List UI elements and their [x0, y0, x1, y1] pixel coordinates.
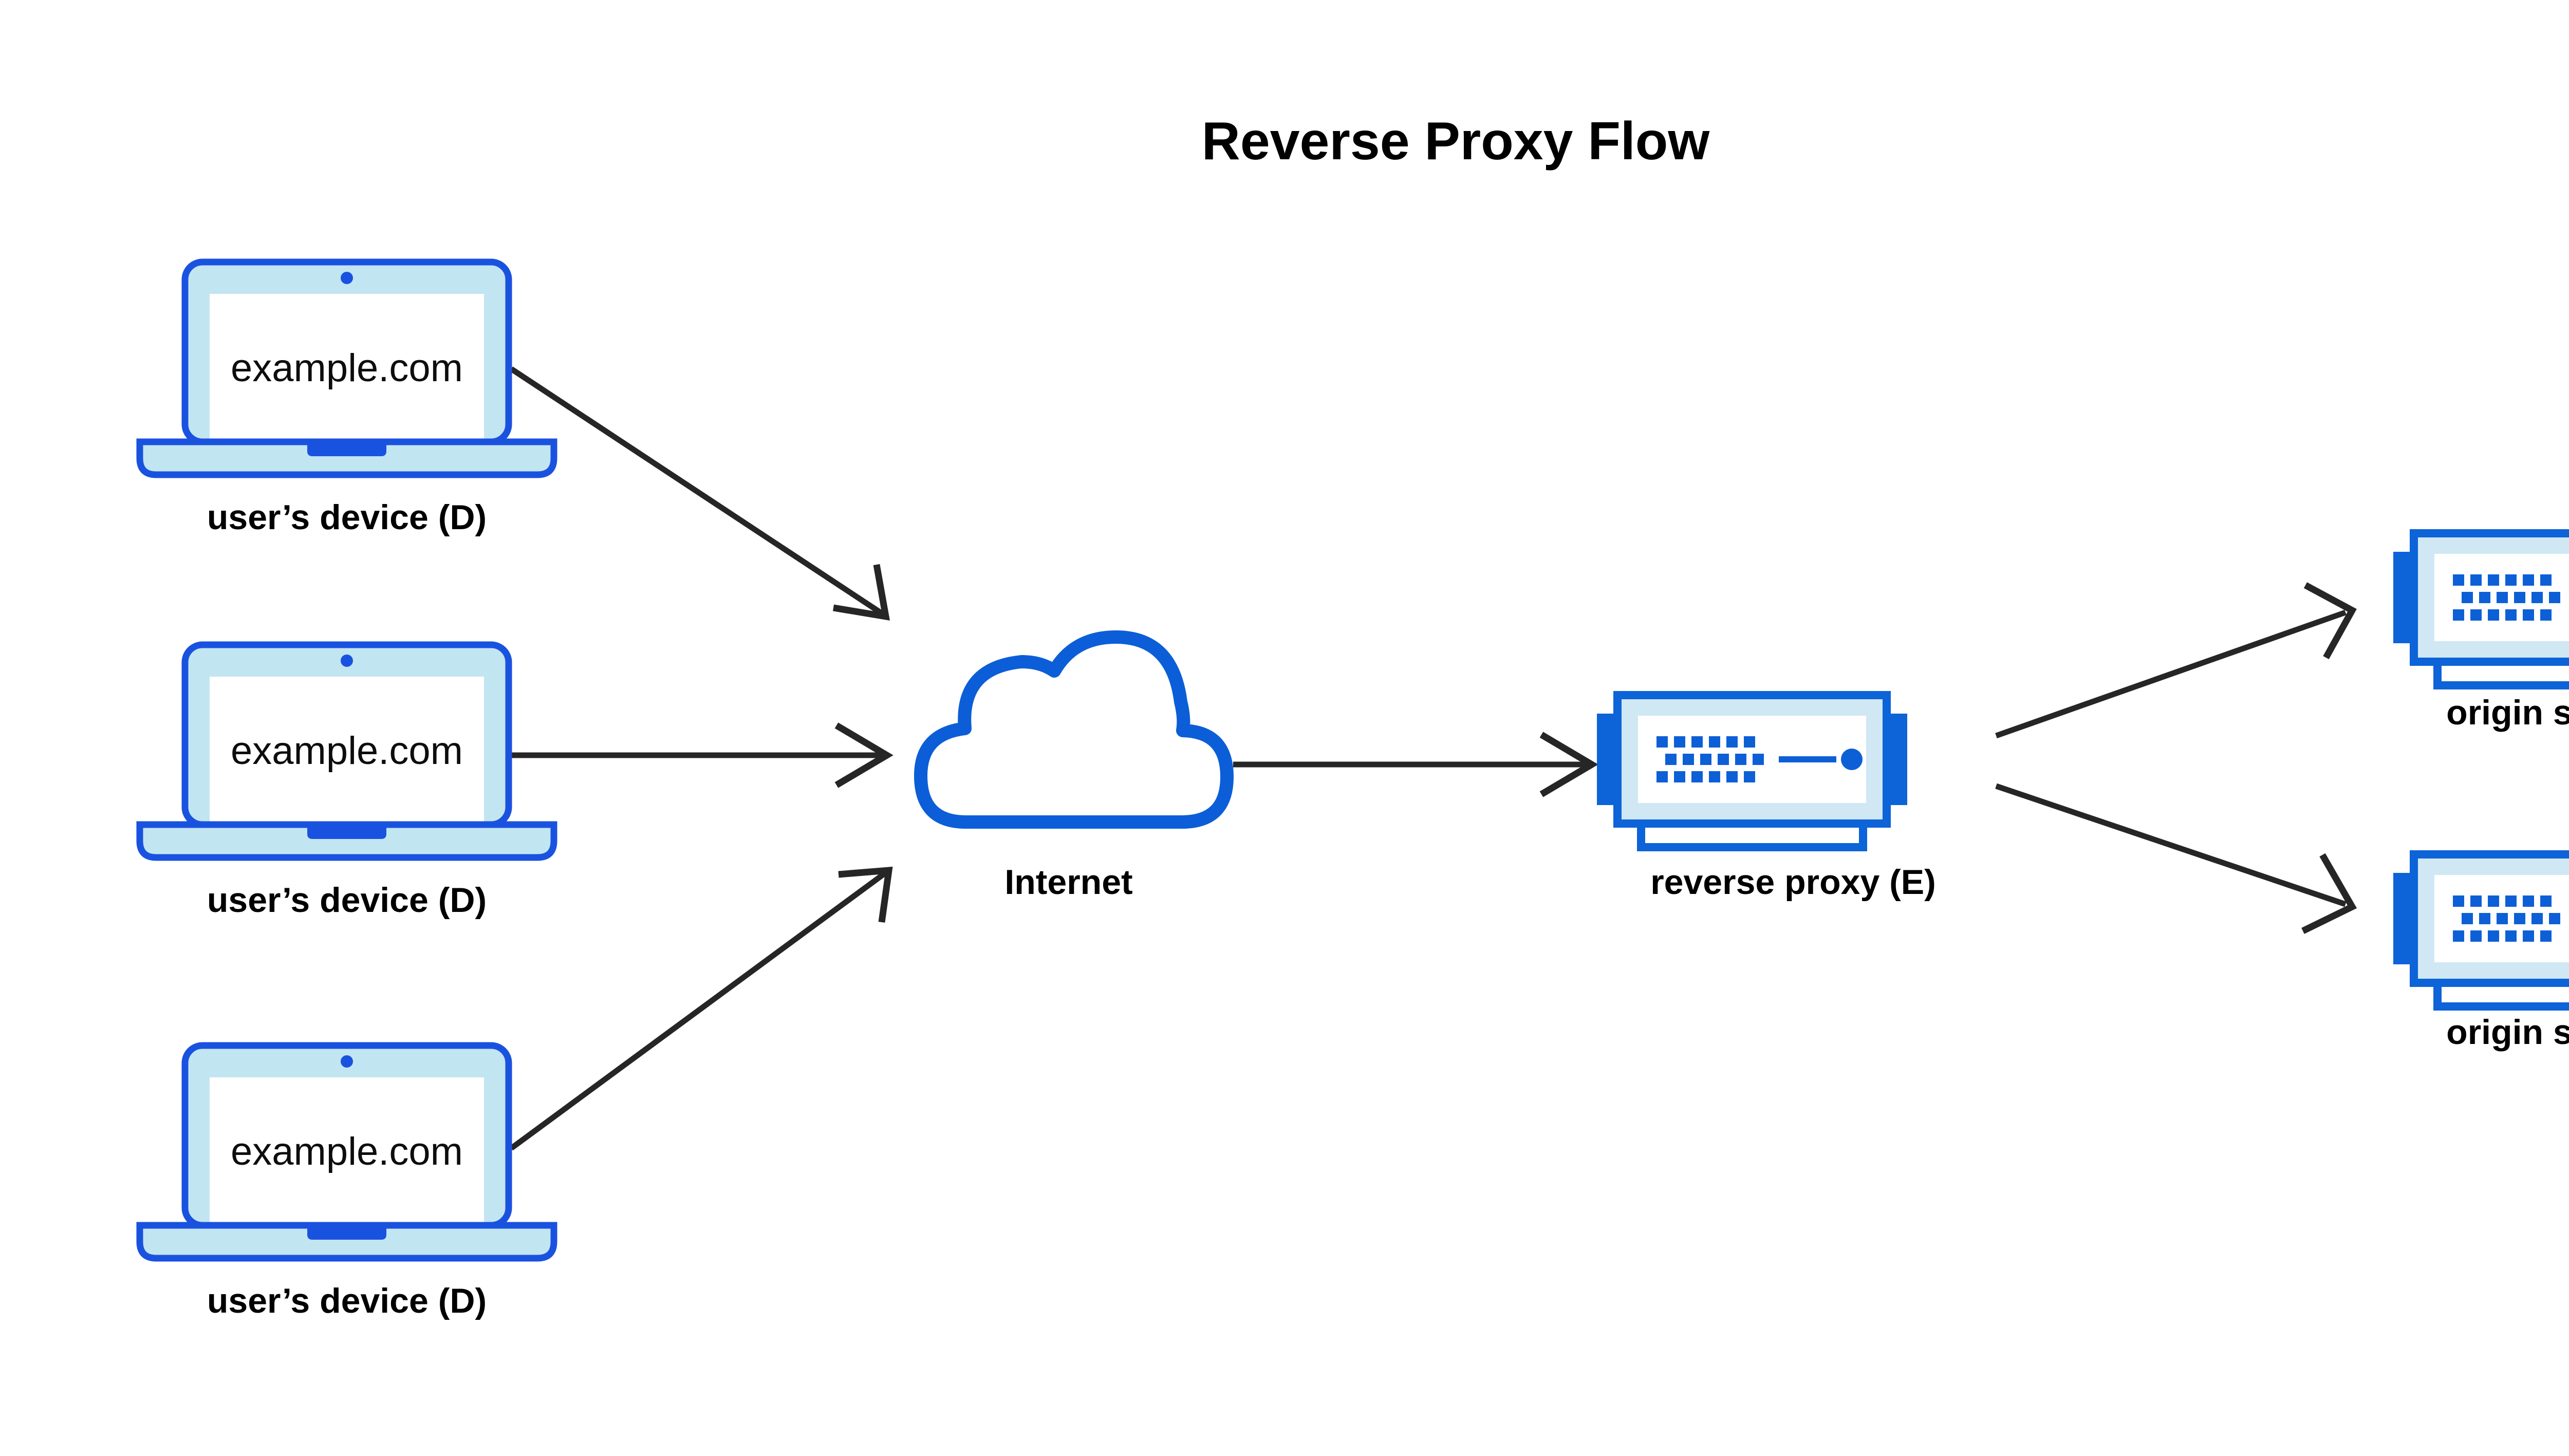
node-user-device-middle[interactable]: example.com user’s device (D): [140, 645, 554, 920]
node-label-origin-server-bottom: origin server (F): [2446, 1013, 2569, 1052]
arrow-device-middle-to-internet: [502, 722, 893, 788]
node-label-internet: Internet: [1004, 863, 1132, 902]
arrow-reverse-proxy-to-origin-bottom: [1995, 783, 2357, 934]
node-label-user-device-middle: user’s device (D): [207, 881, 487, 920]
node-internet[interactable]: Internet: [914, 630, 1234, 902]
node-user-device-top[interactable]: example.com user’s device (D): [140, 262, 554, 537]
node-label-origin-server-top: origin server (F): [2446, 693, 2569, 732]
device-screen-url: example.com: [231, 346, 463, 390]
connector-layer: [502, 366, 2357, 1151]
page-title: Reverse Proxy Flow: [1202, 111, 1710, 171]
node-origin-server-top[interactable]: origin server (F): [2393, 533, 2569, 732]
server-icon: [1597, 695, 1907, 847]
device-screen-url: example.com: [231, 1130, 463, 1173]
node-label-user-device-top: user’s device (D): [207, 498, 487, 537]
node-reverse-proxy[interactable]: reverse proxy (E): [1597, 695, 1936, 902]
server-icon: [2393, 533, 2569, 685]
node-label-reverse-proxy: reverse proxy (E): [1650, 863, 1936, 902]
server-icon: [2393, 854, 2569, 1006]
device-screen-url: example.com: [231, 729, 463, 773]
node-origin-server-bottom[interactable]: origin server (F): [2393, 854, 2569, 1052]
cloud-icon: [914, 630, 1234, 829]
node-label-user-device-bottom: user’s device (D): [207, 1281, 487, 1320]
arrow-device-bottom-to-internet: [509, 866, 893, 1151]
arrow-reverse-proxy-to-origin-top: [1995, 582, 2357, 739]
arrow-device-top-to-internet: [509, 366, 890, 621]
node-user-device-bottom[interactable]: example.com user’s device (D): [140, 1046, 554, 1320]
arrow-internet-to-reverse-proxy: [1233, 732, 1598, 797]
